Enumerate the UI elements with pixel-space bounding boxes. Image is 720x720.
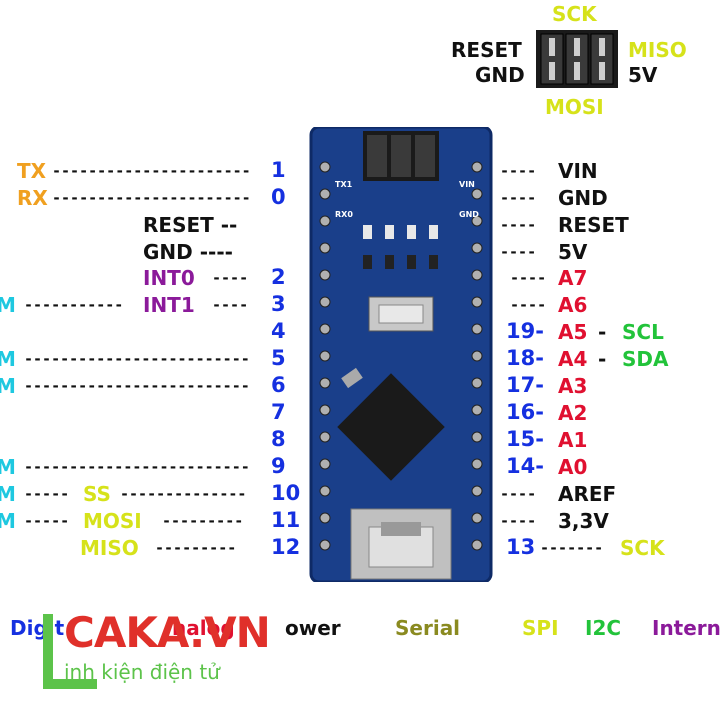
separator: - bbox=[598, 320, 607, 344]
pin-0: 0 bbox=[271, 185, 286, 209]
a1-label: A1 bbox=[558, 428, 588, 452]
leader-line: ---- bbox=[510, 296, 547, 314]
icsp-sck-label: SCK bbox=[552, 2, 597, 26]
sda-label: SDA bbox=[622, 347, 669, 371]
legend-spi: SPI bbox=[522, 616, 559, 640]
pin-17: 17- bbox=[506, 373, 544, 397]
a7-label: A7 bbox=[558, 266, 588, 290]
logo-l-icon bbox=[43, 614, 97, 689]
pin-19: 19- bbox=[506, 319, 544, 343]
pwm-label: M bbox=[0, 482, 16, 506]
svg-text:TX1: TX1 bbox=[335, 180, 353, 189]
right-gnd-label: GND bbox=[558, 186, 608, 210]
int0-label: INT0 bbox=[143, 266, 195, 290]
mosi-label: MOSI bbox=[83, 509, 142, 533]
leader-line: ----- bbox=[24, 485, 70, 503]
legend-power: ower bbox=[285, 616, 341, 640]
leader-line: ------------------------- bbox=[24, 458, 250, 476]
leader-line: ---- bbox=[212, 296, 249, 314]
a2-label: A2 bbox=[558, 401, 588, 425]
leader-line: --------- bbox=[155, 539, 237, 557]
leader-line: ---------------------- bbox=[52, 189, 251, 207]
leader-line: ----- bbox=[24, 512, 70, 530]
pin-4: 4 bbox=[271, 319, 286, 343]
pin-13: 13 bbox=[506, 535, 536, 559]
legend-i2c: I2C bbox=[585, 616, 622, 640]
a5-label: A5 bbox=[558, 320, 588, 344]
logo-brand: CAKA.VN bbox=[64, 608, 271, 657]
pwm-label: M bbox=[0, 374, 16, 398]
pin-16: 16- bbox=[506, 400, 544, 424]
pin-11: 11 bbox=[271, 508, 301, 532]
leader-line: ---- bbox=[500, 243, 537, 261]
leader-line: ------------------------- bbox=[24, 377, 250, 395]
leader-line: ------------------------- bbox=[24, 350, 250, 368]
pin-7: 7 bbox=[271, 400, 286, 424]
icsp-reset-label: RESET bbox=[451, 38, 522, 62]
leader-line: ---- bbox=[500, 512, 537, 530]
leader-line: --------- bbox=[162, 512, 244, 530]
leader-line: ---- bbox=[510, 269, 547, 287]
pin-15: 15- bbox=[506, 427, 544, 451]
scl-label: SCL bbox=[622, 320, 664, 344]
ss-label: SS bbox=[83, 482, 111, 506]
leader-line: ---- bbox=[500, 189, 537, 207]
pwm-label: M bbox=[0, 509, 16, 533]
leader-line: -------------- bbox=[120, 485, 247, 503]
aref-label: AREF bbox=[558, 482, 617, 506]
svg-text:VIN: VIN bbox=[459, 180, 475, 189]
miso-label: MISO bbox=[80, 536, 139, 560]
left-reset-label: RESET -- bbox=[143, 213, 238, 237]
a0-label: A0 bbox=[558, 455, 588, 479]
leader-line: ---- bbox=[500, 162, 537, 180]
leader-line: ---- bbox=[212, 269, 249, 287]
icsp-header-icon bbox=[536, 30, 618, 88]
a3-label: A3 bbox=[558, 374, 588, 398]
logo-tagline: inh kiện điện tử bbox=[64, 660, 220, 684]
caka-logo: CAKA.VN inh kiện điện tử bbox=[40, 610, 310, 700]
3v3-label: 3,3V bbox=[558, 509, 609, 533]
pwm-label: M bbox=[0, 347, 16, 371]
pin-12: 12 bbox=[271, 535, 301, 559]
icsp-mosi-label: MOSI bbox=[545, 95, 604, 119]
leader-line: ------- bbox=[540, 539, 604, 557]
icsp-gnd-label: GND bbox=[475, 63, 525, 87]
icsp-miso-label: MISO bbox=[628, 38, 687, 62]
pin-5: 5 bbox=[271, 346, 286, 370]
legend-interrupt: Intern bbox=[652, 616, 720, 640]
rx-label: RX bbox=[17, 186, 48, 210]
pin-9: 9 bbox=[271, 454, 286, 478]
pwm-label: M bbox=[0, 455, 16, 479]
icsp-5v-label: 5V bbox=[628, 63, 658, 87]
leader-line: ----------- bbox=[24, 296, 124, 314]
leader-line: ---- bbox=[500, 216, 537, 234]
int1-label: INT1 bbox=[143, 293, 195, 317]
pin-3: 3 bbox=[271, 292, 286, 316]
a6-label: A6 bbox=[558, 293, 588, 317]
right-reset-label: RESET bbox=[558, 213, 629, 237]
pwm-label: M bbox=[0, 293, 16, 317]
right-5v-label: 5V bbox=[558, 240, 588, 264]
legend-serial: Serial bbox=[395, 616, 461, 640]
right-sck-label: SCK bbox=[620, 536, 665, 560]
pin-14: 14- bbox=[506, 454, 544, 478]
pin-10: 10 bbox=[271, 481, 301, 505]
pin-8: 8 bbox=[271, 427, 286, 451]
svg-text:RX0: RX0 bbox=[335, 210, 353, 219]
leader-line: ---- bbox=[500, 485, 537, 503]
pin-6: 6 bbox=[271, 373, 286, 397]
legend-analog: nalog bbox=[172, 616, 235, 640]
svg-text:GND: GND bbox=[459, 210, 479, 219]
vin-label: VIN bbox=[558, 159, 598, 183]
leader-line: ---------------------- bbox=[52, 162, 251, 180]
tx-label: TX bbox=[17, 159, 47, 183]
left-gnd-label: GND ---- bbox=[143, 240, 233, 264]
pin-18: 18- bbox=[506, 346, 544, 370]
pin-2: 2 bbox=[271, 265, 286, 289]
separator: - bbox=[598, 347, 607, 371]
a4-label: A4 bbox=[558, 347, 588, 371]
pin-1: 1 bbox=[271, 158, 286, 182]
